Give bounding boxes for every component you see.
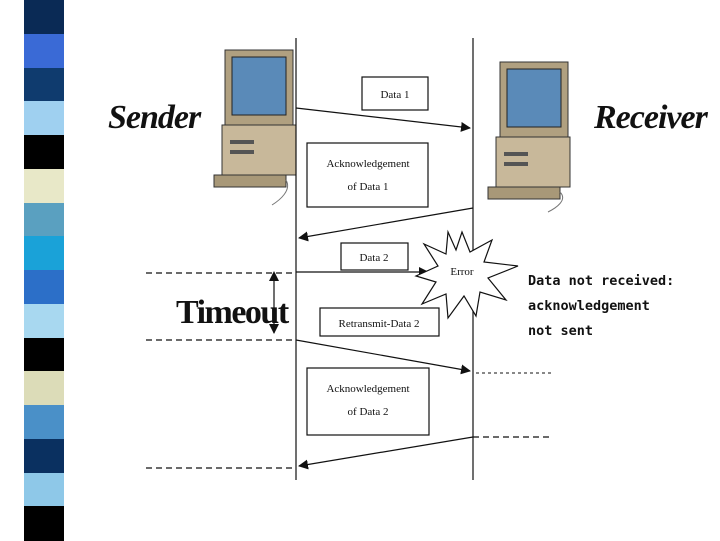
- ack1-label-line2: of Data 1: [348, 181, 389, 193]
- stripe-block: [24, 202, 64, 237]
- ack1-arrow: [298, 207, 474, 242]
- note-line-1: Data not received:: [528, 273, 674, 289]
- stripe-block: [24, 371, 64, 406]
- ack2-arrow: [298, 436, 474, 470]
- retransmit-label: Retransmit-Data 2: [339, 318, 420, 330]
- data1-arrow: [295, 107, 471, 132]
- error-burst-icon: [414, 229, 519, 320]
- ack1-label-line1: Acknowledgement: [326, 158, 409, 170]
- note-line-3: not sent: [528, 323, 593, 339]
- receiver-computer-icon: [487, 61, 571, 213]
- sender-title: Sender: [108, 99, 202, 136]
- stripe-block: [24, 236, 64, 271]
- sender-computer-icon: [213, 49, 297, 206]
- stripe-block: [24, 337, 64, 372]
- stripe-block: [24, 506, 64, 541]
- stripe-block: [24, 168, 64, 203]
- stripe-block: [24, 303, 64, 338]
- stripe-block: [24, 405, 64, 440]
- stripe-block: [24, 33, 64, 68]
- stripe-block: [24, 0, 64, 35]
- stripe-block: [24, 67, 64, 102]
- timeout-label: Timeout: [176, 294, 290, 331]
- stripe-block: [24, 135, 64, 170]
- ack2-box: [306, 367, 430, 436]
- retransmit-arrow: [295, 339, 471, 375]
- stripe-block: [24, 101, 64, 136]
- data1-box: [361, 76, 429, 111]
- error-label: Error: [450, 266, 474, 278]
- ack1-box: [306, 142, 429, 208]
- stripe-block: [24, 472, 64, 507]
- receiver-title: Receiver: [593, 99, 709, 136]
- data2-label: Data 2: [359, 252, 388, 264]
- data1-label: Data 1: [380, 89, 409, 101]
- decorative-stripe: [24, 0, 64, 541]
- stripe-block: [24, 438, 64, 473]
- ack2-label-line1: Acknowledgement: [326, 383, 409, 395]
- note-line-2: acknowledgement: [528, 298, 650, 314]
- data2-box: [340, 242, 409, 271]
- retransmit-box: [319, 307, 440, 337]
- stripe-block: [24, 270, 64, 305]
- ack2-label-line2: of Data 2: [348, 406, 389, 418]
